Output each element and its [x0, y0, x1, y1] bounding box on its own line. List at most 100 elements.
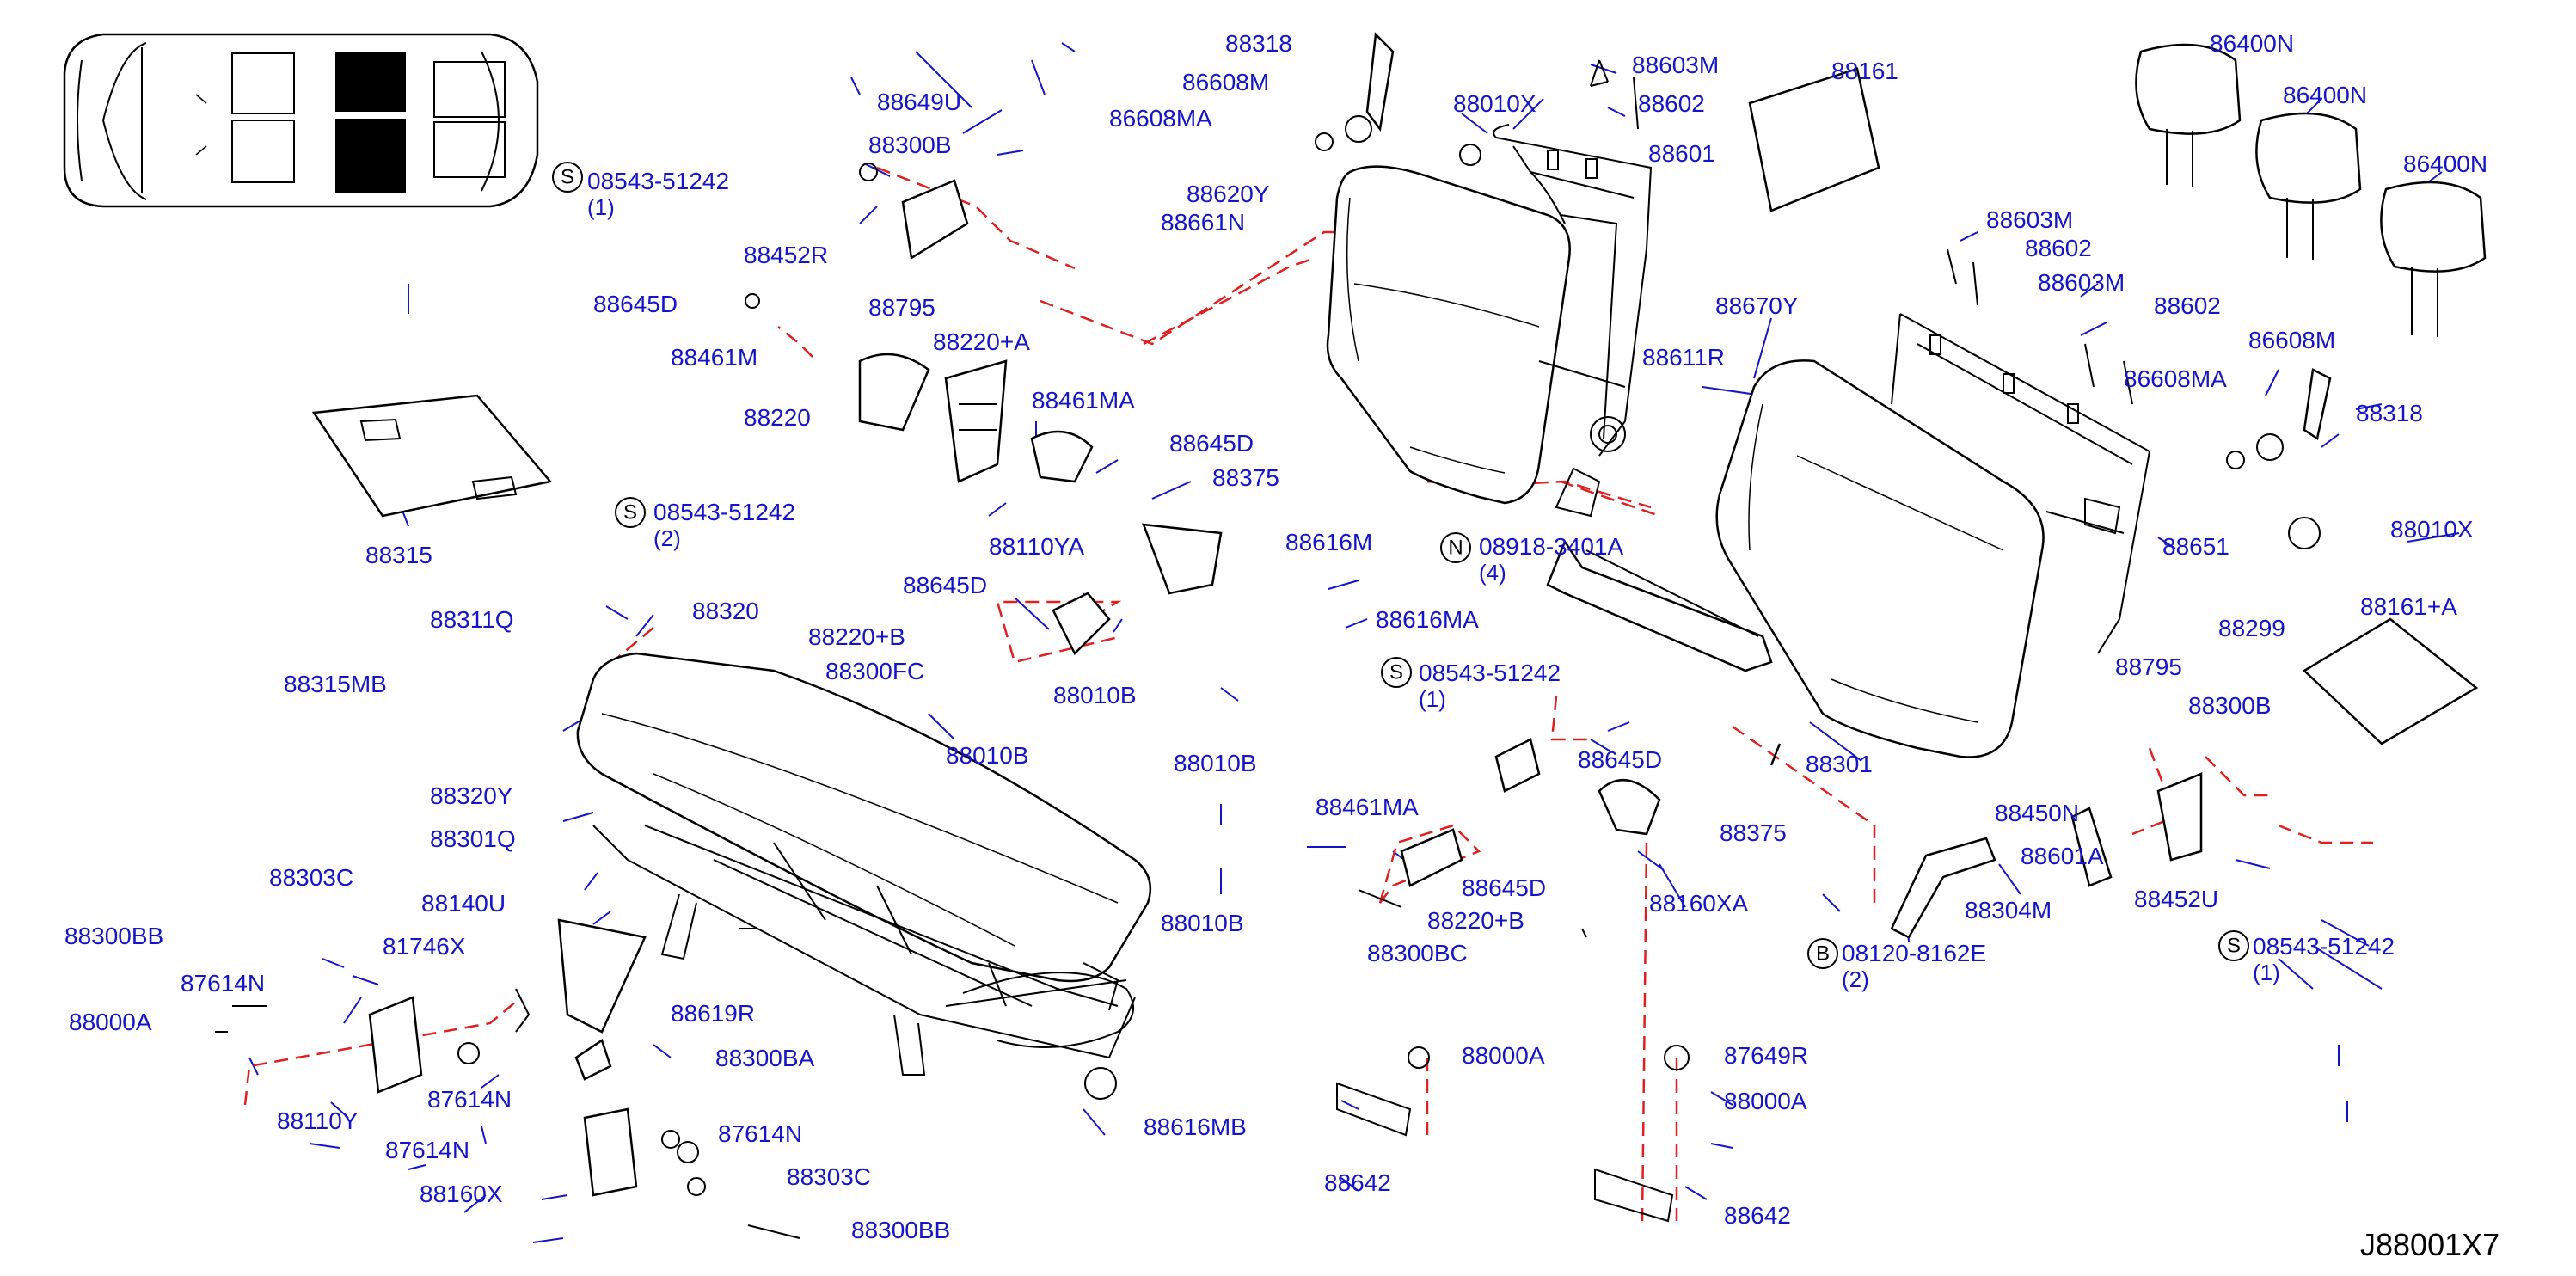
label-88300BB: 88300BB — [64, 923, 163, 949]
label-88452U: 88452U — [2134, 886, 2218, 912]
label-88320: 88320 — [692, 598, 759, 624]
label-88110YA: 88110YA — [989, 533, 1084, 560]
label-86608MA: 86608MA — [1109, 105, 1212, 132]
seat-cushion-drawing — [576, 652, 1152, 1076]
label-08543-51242-2: 08543-51242 — [653, 499, 795, 525]
label-88299: 88299 — [2218, 615, 2285, 641]
label-88602-3: 88602 — [2154, 292, 2221, 319]
part-labels: 08543-51242 88649U 88300B 88452R 88645D … — [64, 30, 2487, 1243]
vehicle-locator-drawing — [63, 33, 539, 208]
label-88318-2: 88318 — [2356, 400, 2423, 426]
label-88461MA-2: 88461MA — [1316, 794, 1419, 820]
label-88300B: 88300B — [868, 132, 952, 158]
label-88304M: 88304M — [1965, 897, 2052, 923]
label-88601: 88601 — [1648, 140, 1715, 167]
label-88300FC: 88300FC — [825, 658, 924, 684]
label-88795: 88795 — [868, 294, 935, 321]
label-88645D-4: 88645D — [1578, 746, 1662, 773]
label-08543-51242: 08543-51242 — [587, 168, 729, 194]
label-88611R: 88611R — [1642, 344, 1725, 371]
label-88000A: 88000A — [69, 1009, 152, 1035]
circle-prefix-1: S — [561, 166, 574, 189]
label-88160XA: 88160XA — [1649, 890, 1749, 917]
label-88602: 88602 — [1638, 90, 1705, 117]
seatback-front-drawing — [1326, 124, 1653, 518]
label-88010B-2: 88010B — [946, 742, 1029, 769]
label-86400N-2: 86400N — [2283, 82, 2367, 108]
label-88315: 88315 — [365, 542, 432, 568]
label-87614N-3: 87614N — [385, 1137, 469, 1163]
label-86608MA-2: 86608MA — [2124, 365, 2227, 392]
label-88603M-2: 88603M — [1986, 206, 2073, 233]
label-88000A-3: 88000A — [1724, 1088, 1807, 1114]
label-88603M-3: 88603M — [2038, 269, 2125, 296]
seatback-rear-drawing — [1715, 313, 2151, 758]
label-88602-2: 88602 — [2025, 235, 2092, 261]
label-88661N: 88661N — [1161, 209, 1245, 236]
label-88300BA: 88300BA — [715, 1045, 815, 1071]
label-88301Q: 88301Q — [430, 825, 516, 852]
count-6: (1) — [2253, 960, 2280, 985]
label-88010X: 88010X — [1453, 90, 1536, 117]
label-88000A-2: 88000A — [1462, 1042, 1545, 1069]
label-88645D: 88645D — [593, 291, 678, 317]
label-88110Y: 88110Y — [277, 1107, 359, 1134]
label-87614N: 87614N — [181, 970, 265, 997]
label-88315MB: 88315MB — [284, 671, 387, 697]
label-88452R: 88452R — [744, 242, 828, 268]
circle-prefix-3: N — [1448, 537, 1463, 560]
label-88461M: 88461M — [671, 344, 757, 371]
count-5: (2) — [1842, 966, 1869, 992]
label-08543-51242-3: 08543-51242 — [1419, 659, 1561, 686]
label-88616MA: 88616MA — [1376, 606, 1479, 633]
label-88161: 88161 — [1831, 58, 1898, 84]
label-88645D-5: 88645D — [1462, 874, 1546, 901]
label-88649U: 88649U — [877, 89, 961, 115]
label-88670Y: 88670Y — [1715, 292, 1799, 319]
circle-prefix-6: S — [2227, 935, 2241, 958]
label-88010B-3: 88010B — [1174, 750, 1257, 776]
label-88010X-2: 88010X — [2390, 516, 2474, 543]
label-88300BC: 88300BC — [1367, 940, 1468, 966]
label-88140U: 88140U — [421, 890, 506, 917]
label-88375: 88375 — [1212, 464, 1279, 491]
label-88300BB-2: 88300BB — [851, 1217, 950, 1243]
label-86608M-2: 86608M — [2248, 327, 2335, 353]
label-88010B-4: 88010B — [1161, 910, 1244, 936]
label-88601A: 88601A — [2021, 843, 2104, 869]
label-88645D-3: 88645D — [903, 572, 987, 598]
label-87614N-2: 87614N — [427, 1086, 512, 1113]
small-parts-drawings — [215, 32, 2487, 1239]
label-88220-plus-B: 88220+B — [808, 623, 905, 650]
circle-prefix-5: B — [1816, 942, 1830, 966]
label-88642-2: 88642 — [1724, 1202, 1791, 1229]
label-88220: 88220 — [744, 404, 811, 431]
label-88375-2: 88375 — [1720, 819, 1787, 846]
label-86400N-1: 86400N — [2210, 30, 2294, 57]
label-88311Q: 88311Q — [430, 606, 514, 633]
label-88010B-1: 88010B — [1053, 682, 1137, 709]
label-88616M: 88616M — [1285, 529, 1372, 555]
label-08918-3401A: 08918-3401A — [1479, 533, 1623, 560]
label-08120-8162E: 08120-8162E — [1842, 940, 1986, 966]
count-1: (1) — [587, 194, 615, 220]
label-88160X: 88160X — [420, 1181, 503, 1207]
label-88318: 88318 — [1225, 30, 1292, 57]
count-2: (2) — [653, 525, 681, 551]
label-88645D-2: 88645D — [1169, 430, 1254, 457]
label-87614N-4: 87614N — [718, 1120, 802, 1147]
label-81746X: 81746X — [383, 933, 466, 960]
quantity-counts: (1) (2) (4) (1) (2) (1) — [587, 194, 2280, 992]
label-87649R: 87649R — [1724, 1042, 1808, 1069]
label-88320Y: 88320Y — [430, 782, 513, 809]
label-88450N: 88450N — [1995, 800, 2079, 826]
label-88642: 88642 — [1324, 1169, 1391, 1196]
label-88651: 88651 — [2162, 533, 2229, 560]
count-4: (1) — [1419, 686, 1446, 712]
label-88301: 88301 — [1806, 751, 1873, 777]
label-88795-2: 88795 — [2115, 653, 2182, 680]
circle-prefix-4: S — [1389, 661, 1403, 684]
label-88619R: 88619R — [671, 1000, 755, 1027]
assembly-dashed-lines — [243, 166, 2373, 1222]
